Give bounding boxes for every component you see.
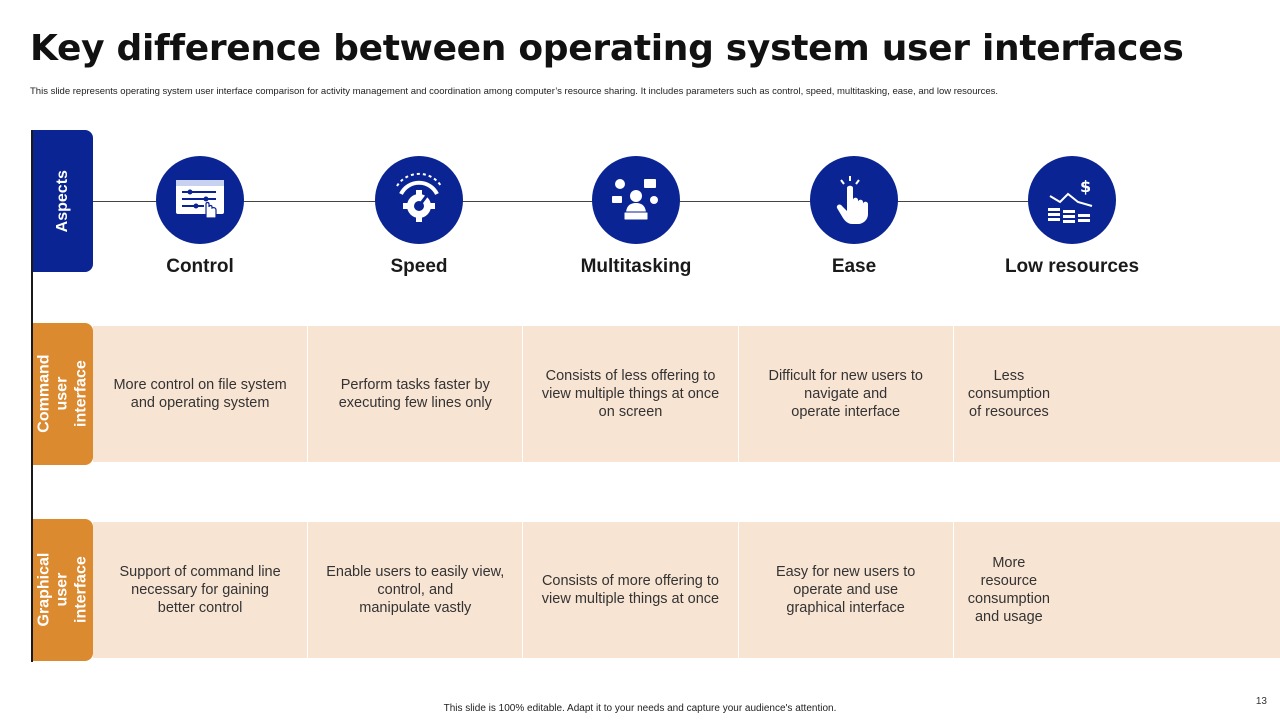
graphical-speed-cell: Enable users to easily view, control, an… [308, 522, 524, 658]
aspect-label: Speed [390, 256, 448, 277]
aspect-control: Control [100, 156, 300, 278]
svg-text:$: $ [1080, 177, 1091, 196]
command-ease-cell: Difficult for new users to navigate and … [739, 326, 954, 462]
command-ui-tab: Command user interface [33, 323, 93, 465]
multitasking-person-icon [592, 156, 680, 244]
slide-title: Key difference between operating system … [30, 28, 1184, 69]
coins-dollar-icon: $ [1028, 156, 1116, 244]
graphical-multitasking-cell: Consists of more offering to view multip… [523, 522, 739, 658]
tap-hand-icon [810, 156, 898, 244]
aspect-label: Control [166, 256, 234, 277]
speedometer-gear-icon [375, 156, 463, 244]
slide-footer: This slide is 100% editable. Adapt it to… [443, 703, 837, 714]
graphical-ease-cell: Easy for new users to operate and use gr… [739, 522, 954, 658]
aspect-low-resources: $ Low resources [972, 156, 1172, 278]
aspect-label: Multitasking [580, 256, 692, 277]
page-number: 13 [1255, 696, 1267, 707]
command-ui-tab-label: Command user interface [35, 354, 90, 434]
graphical-ui-tab: Graphical user interface [33, 519, 93, 661]
aspect-ease: Ease [754, 156, 954, 278]
graphical-ui-row: Support of command line necessary for ga… [93, 522, 1280, 658]
aspect-label: Ease [831, 256, 877, 277]
command-ui-row: More control on file system and operatin… [93, 326, 1280, 462]
slide-subtitle: This slide represents operating system u… [30, 86, 999, 97]
command-speed-cell: Perform tasks faster by executing few li… [308, 326, 524, 462]
aspect-speed: Speed [319, 156, 519, 278]
command-multitasking-cell: Consists of less offering to view multip… [523, 326, 739, 462]
aspects-tab: Aspects [33, 130, 93, 272]
control-panel-icon [156, 156, 244, 244]
graphical-resources-cell: More resource consumption and usage [967, 555, 1050, 625]
aspects-tab-label: Aspects [53, 169, 71, 233]
graphical-ui-tab-label: Graphical user interface [35, 553, 90, 627]
command-resources-cell: Less consumption of resources [967, 368, 1051, 420]
graphical-control-cell: Support of command line necessary for ga… [93, 522, 309, 658]
command-control-cell: More control on file system and operatin… [93, 326, 309, 462]
aspect-label: Low resources [1004, 256, 1140, 277]
left-axis-line [31, 130, 33, 662]
aspect-multitasking: Multitasking [536, 156, 736, 278]
